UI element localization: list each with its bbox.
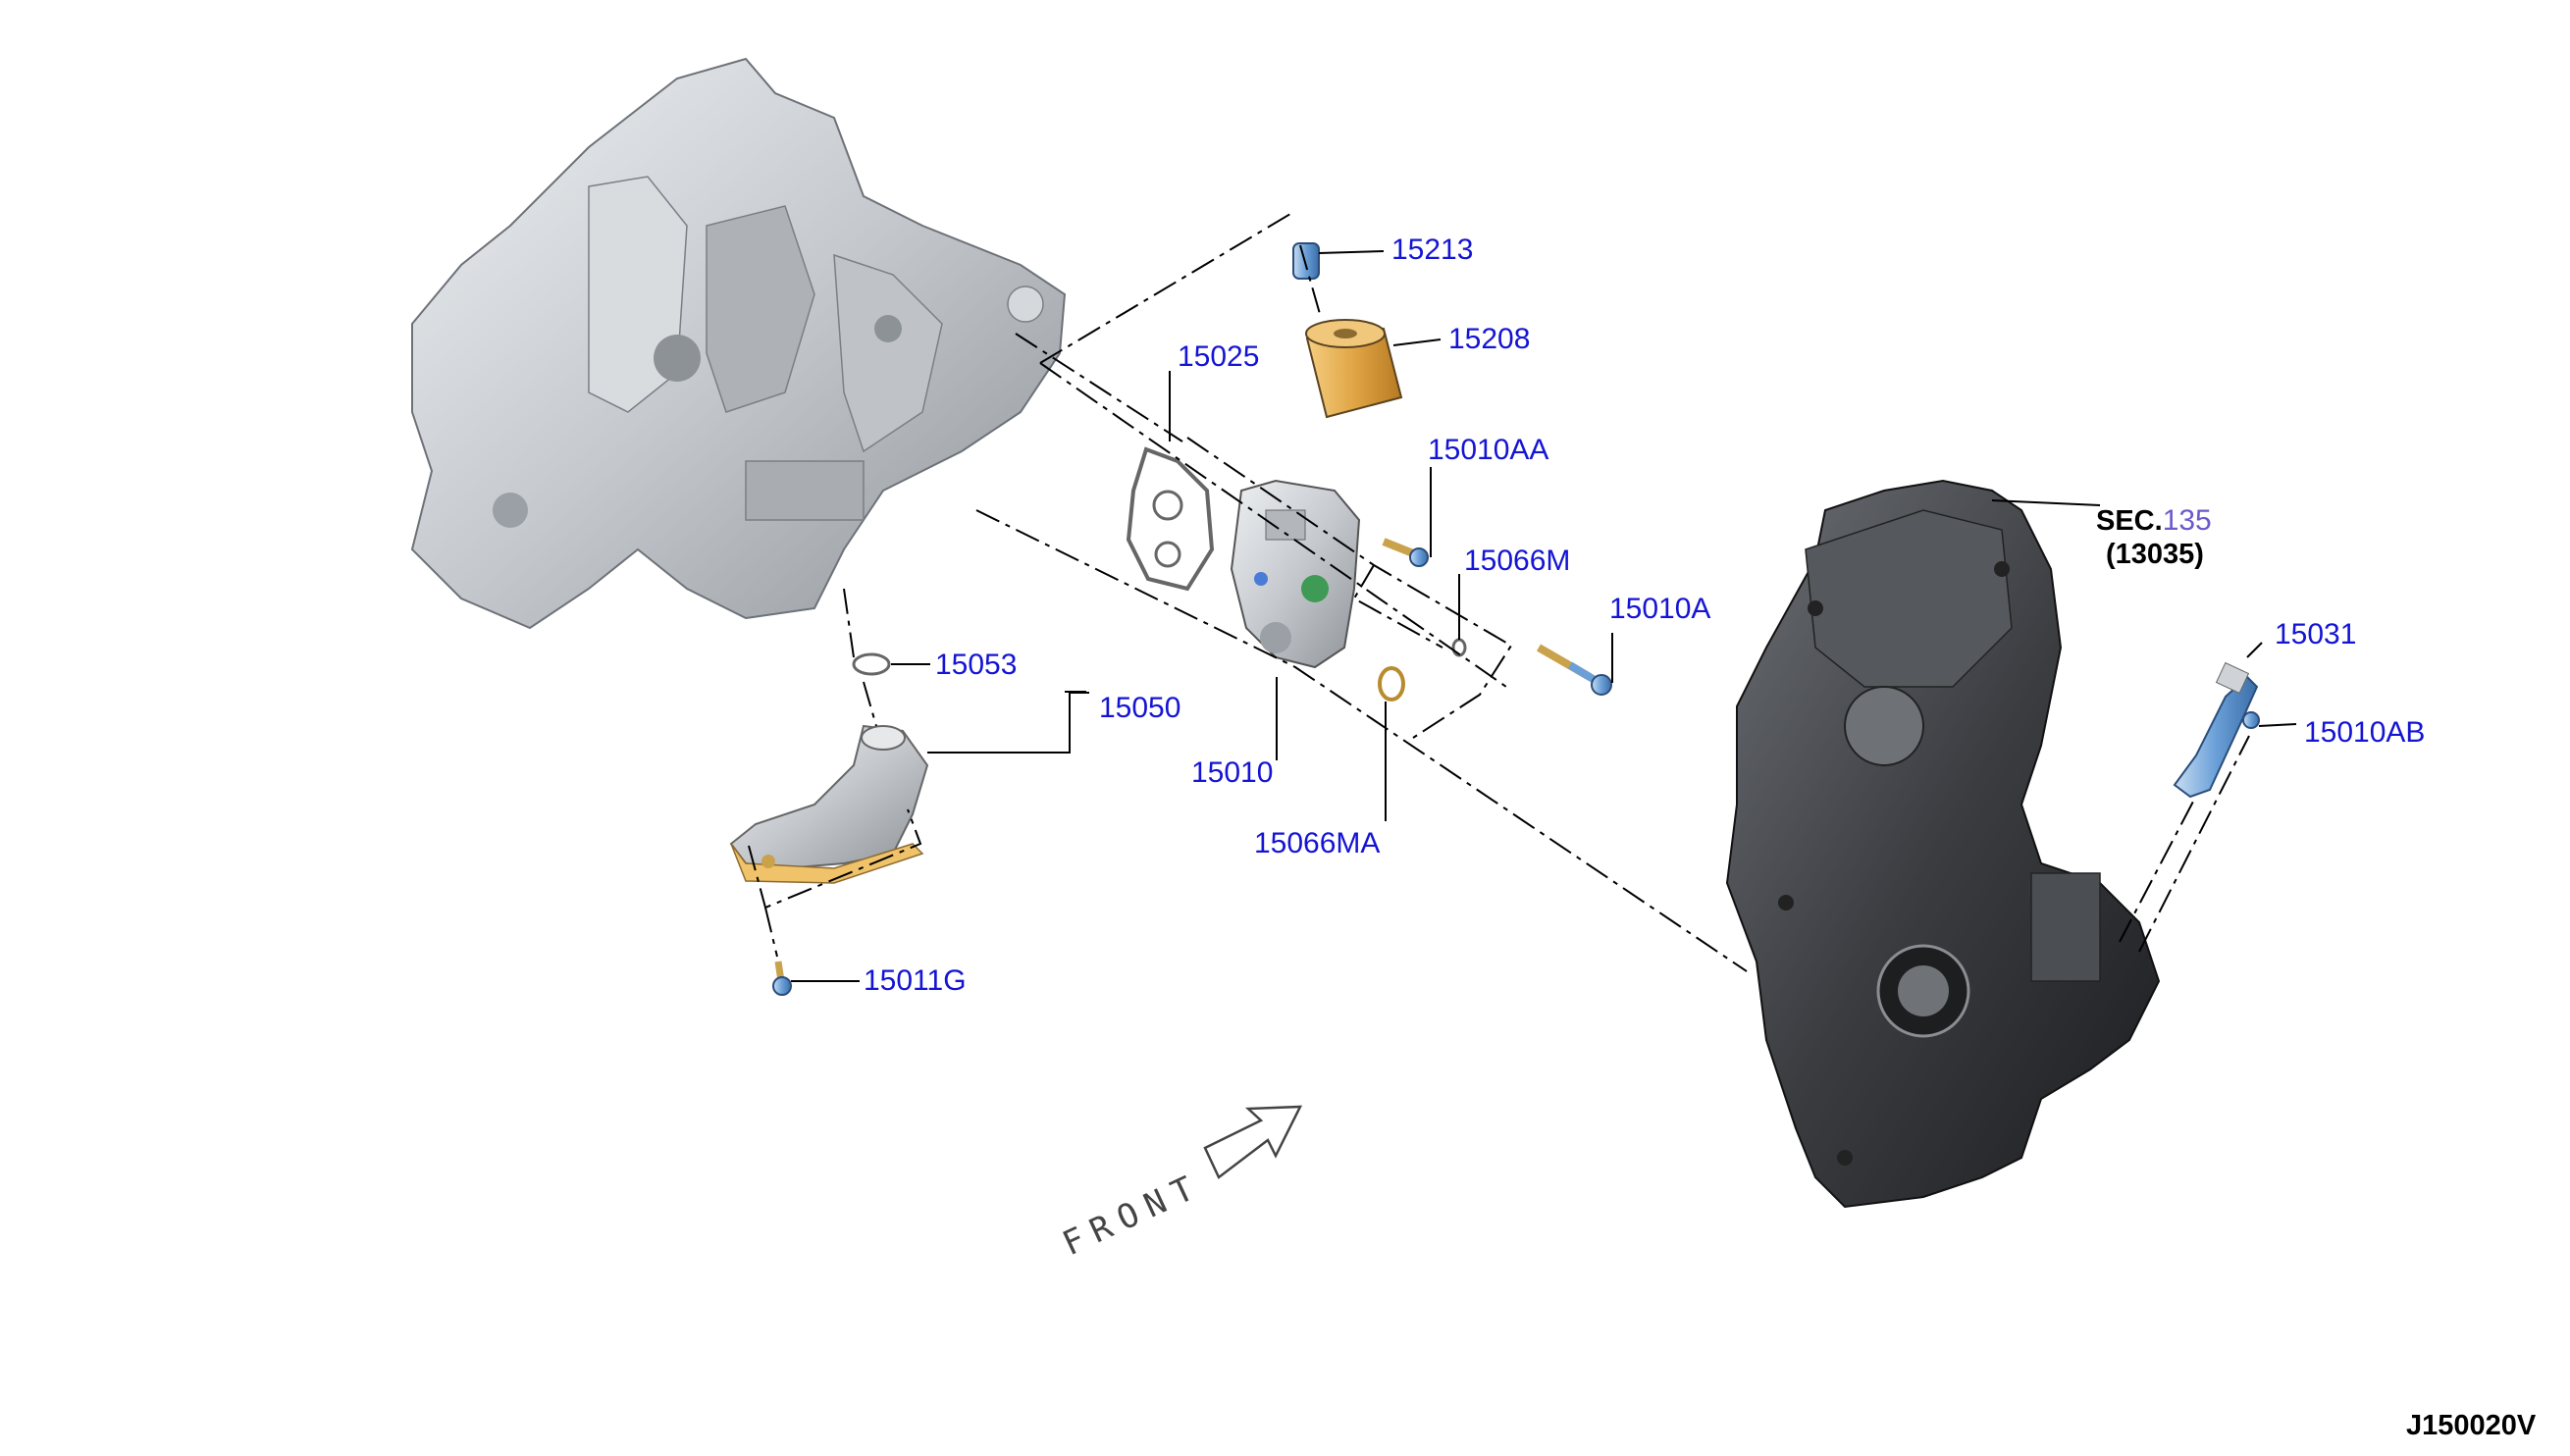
label-15053[interactable]: 15053: [935, 649, 1017, 681]
bolt-15010A: [1537, 644, 1612, 696]
label-15011G[interactable]: 15011G: [864, 964, 967, 997]
section-code: (13035): [2106, 539, 2204, 570]
front-direction-marker: FRONT: [1057, 1105, 1303, 1265]
front-arrow-icon: [1203, 1105, 1303, 1179]
oil-control-solenoid: [2173, 661, 2259, 799]
label-15025[interactable]: 15025: [1178, 340, 1259, 373]
oil-filter: [1305, 319, 1403, 419]
label-15066M[interactable]: 15066M: [1464, 545, 1570, 577]
label-15031[interactable]: 15031: [2275, 618, 2356, 650]
label-15066MA[interactable]: 15066MA: [1254, 827, 1380, 859]
label-15010A[interactable]: 15010A: [1609, 593, 1710, 625]
section-reference[interactable]: SEC.135: [2096, 504, 2212, 537]
bolt-15010AA: [1382, 538, 1429, 567]
label-15050[interactable]: 15050: [1099, 692, 1180, 724]
timing-chain-cover: [1725, 479, 2161, 1209]
bolt-15011G: [772, 961, 792, 996]
label-15213[interactable]: 15213: [1391, 234, 1473, 266]
section-prefix: SEC.: [2096, 505, 2163, 537]
o-ring-15053: [852, 652, 891, 676]
crankcase-housing: [410, 57, 1067, 630]
section-number: 135: [2163, 504, 2212, 537]
oil-strainer: [729, 724, 929, 884]
label-15010AA[interactable]: 15010AA: [1428, 434, 1548, 466]
assembly-lines: [748, 213, 2250, 972]
seal-15066MA: [1378, 666, 1405, 702]
filter-connector: [1292, 242, 1320, 280]
leader-lines: [791, 250, 2297, 982]
diagram-code: J150020V: [2406, 1410, 2537, 1441]
oil-pump-gasket: [1126, 446, 1215, 592]
label-15010[interactable]: 15010: [1191, 756, 1273, 789]
front-text: FRONT: [1057, 1166, 1209, 1265]
label-15010AB[interactable]: 15010AB: [2304, 716, 2425, 749]
label-15208[interactable]: 15208: [1448, 323, 1530, 355]
